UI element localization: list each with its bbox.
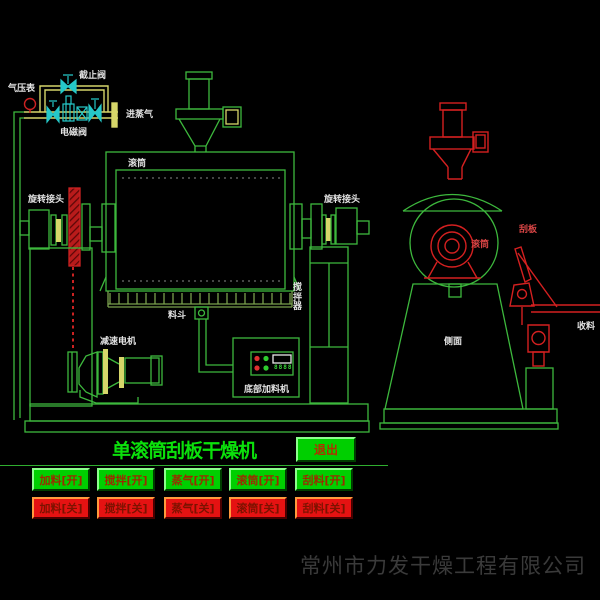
label-hopper: 料斗	[168, 311, 187, 321]
label-rotary-joint-right: 旋转接头	[324, 195, 361, 205]
drum-off-button[interactable]: 滚筒[关]	[229, 497, 287, 519]
drum-on-button[interactable]: 滚筒[开]	[229, 468, 287, 491]
machine-frame	[24, 246, 370, 433]
exit-button[interactable]: 退出	[296, 437, 356, 462]
feed-on-button[interactable]: 加料[开]	[32, 468, 90, 491]
indicator-red-icon	[254, 365, 260, 371]
side-bearing-red	[424, 224, 481, 279]
side-feeder-red	[429, 102, 489, 180]
top-feeder	[175, 71, 242, 152]
label-side-view: 侧面	[444, 337, 463, 347]
agitate-on-button[interactable]: 搅拌[开]	[97, 468, 155, 491]
gate-valve2-icon	[88, 98, 102, 123]
stop-valve-icon	[60, 74, 77, 95]
label-rotary-joint-left: 旋转接头	[28, 195, 65, 205]
side-drum-green	[379, 193, 559, 430]
rotary-joint-left-assembly	[19, 187, 116, 267]
belt-wheel-icon	[68, 187, 81, 267]
label-discharge: 收料	[577, 322, 596, 332]
label-drum-side: 滚筒	[471, 240, 490, 250]
indicator-green-icon	[263, 355, 269, 362]
label-solenoid-valve: 电磁阀	[60, 128, 88, 138]
rotary-joint-right-assembly	[289, 203, 370, 250]
hopper-duct	[194, 306, 233, 373]
scraper-assembly	[509, 246, 600, 367]
indicator-green-icon	[263, 365, 269, 371]
feeder-display-value: 8888	[274, 364, 293, 371]
scrape-on-button[interactable]: 刮料[开]	[295, 468, 353, 491]
label-pressure-gauge: 气压表	[8, 84, 36, 94]
discharge-chute-icon	[531, 304, 600, 313]
scrape-off-button[interactable]: 刮料[关]	[295, 497, 353, 519]
feed-off-button[interactable]: 加料[关]	[32, 497, 90, 519]
steam-on-button[interactable]: 蒸气[开]	[164, 468, 222, 491]
side-view-machine	[379, 102, 600, 430]
scraper-blade-icon	[514, 246, 532, 283]
pressure-gauge-icon	[23, 97, 37, 113]
label-gear-motor: 减速电机	[100, 337, 137, 347]
steam-off-button[interactable]: 蒸气[关]	[164, 497, 222, 519]
label-agitator: 搅拌器	[293, 283, 303, 312]
agitate-off-button[interactable]: 搅拌[关]	[97, 497, 155, 519]
title-divider	[0, 465, 388, 466]
indicator-lights	[254, 355, 269, 371]
filter-icon	[76, 106, 88, 121]
page-title: 单滚筒刮板干燥机	[112, 440, 257, 462]
gate-valve-icon	[46, 100, 60, 124]
drum-housing	[99, 151, 301, 292]
label-bottom-feeder: 底部加料机	[244, 385, 290, 395]
label-drum-front: 滚筒	[128, 159, 147, 169]
feeder-display-icon	[272, 354, 292, 364]
agitator-comb	[107, 291, 293, 308]
solenoid-valve-icon	[62, 95, 75, 122]
feed-pipe	[13, 111, 24, 420]
label-steam-inlet: 进蒸气	[126, 110, 154, 120]
label-stop-valve: 截止阀	[79, 71, 107, 81]
pipe-flange-icon	[111, 102, 118, 128]
gear-motor-drawing	[67, 349, 163, 404]
bottom-feeder-panel	[232, 337, 300, 398]
indicator-red-icon	[254, 355, 260, 362]
front-view-machine	[19, 71, 370, 433]
valves	[46, 74, 102, 124]
company-watermark: 常州市力发干燥工程有限公司	[300, 554, 586, 578]
label-scraper: 刮板	[519, 225, 538, 235]
